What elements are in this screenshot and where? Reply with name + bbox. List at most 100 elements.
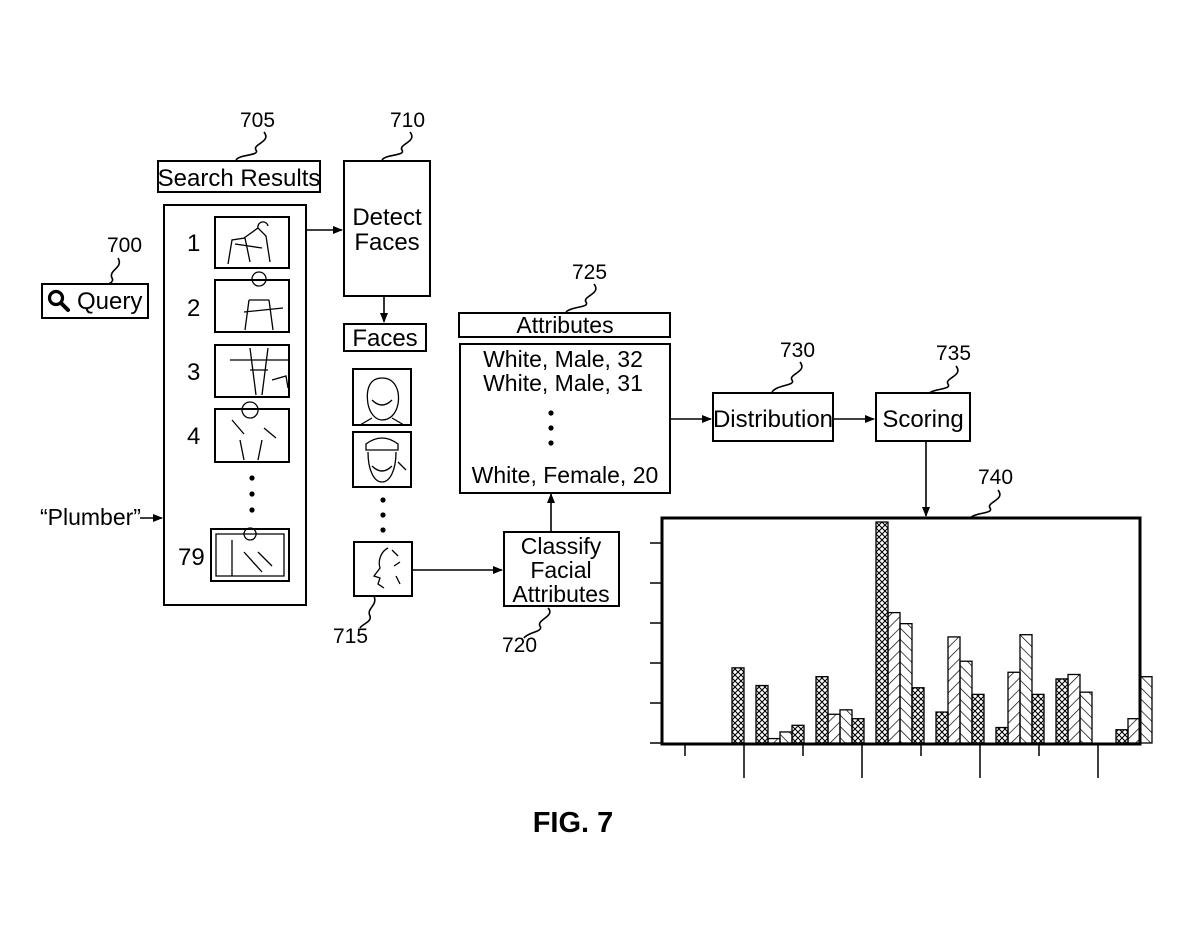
face-thumbnail — [352, 368, 412, 426]
chart-bar — [875, 521, 889, 744]
attribute-entry: White, Male, 32 — [483, 346, 643, 372]
attributes-label: Attributes — [516, 312, 613, 338]
chart-bar — [791, 724, 805, 744]
chart-bar — [899, 623, 913, 744]
faces-header — [343, 323, 427, 352]
search-term: “Plumber” — [40, 504, 141, 530]
attribute-entry: White, Male, 31 — [483, 370, 643, 396]
scoring-label: Scoring — [882, 406, 963, 433]
result-rank: 79 — [178, 544, 205, 571]
detect-faces-line-1: Detect — [352, 204, 422, 231]
ref-700: 700 — [107, 234, 142, 257]
classify-box — [503, 531, 620, 607]
ref-730: 730 — [780, 339, 815, 362]
result-image-thumbnail — [214, 408, 290, 463]
query-label: Query — [77, 288, 142, 315]
leader-730 — [771, 361, 803, 393]
chart-bar — [839, 709, 853, 744]
result-item-4[interactable]: 4 — [187, 401, 290, 463]
chart-bar — [1115, 729, 1129, 744]
chart-bar — [947, 636, 961, 744]
classify-line-1: Classify — [521, 533, 602, 559]
leader-710 — [381, 131, 413, 161]
attributes-header — [458, 312, 671, 338]
ref-725: 725 — [572, 261, 607, 284]
distribution-label: Distribution — [713, 406, 833, 433]
result-item-3[interactable]: 3 — [187, 344, 290, 398]
search-results-label: Search Results — [158, 165, 321, 192]
chart-bar — [1055, 678, 1069, 744]
chart-bar — [755, 684, 769, 744]
result-image-thumbnail — [214, 216, 290, 269]
chart-bar — [911, 687, 925, 744]
result-image-thumbnail — [214, 279, 290, 333]
attribute-entry: White, Female, 20 — [472, 462, 659, 488]
chart-bar — [815, 676, 829, 744]
plumber-sketch — [215, 527, 285, 577]
attributes-list — [459, 343, 671, 494]
faces-label: Faces — [352, 325, 417, 352]
ref-710: 710 — [390, 109, 425, 132]
result-item-1[interactable]: 1 — [187, 216, 290, 269]
chart-bar — [851, 718, 865, 744]
face-thumbnail — [352, 431, 412, 488]
result-rank: 1 — [187, 230, 200, 257]
result-rank: 4 — [187, 423, 200, 450]
chart-bar — [767, 737, 781, 744]
chart-bar — [887, 611, 901, 744]
chart-bar — [935, 711, 949, 744]
chart-bar — [1079, 691, 1093, 744]
ref-740: 740 — [978, 466, 1013, 489]
chart-bar — [827, 713, 841, 744]
chart-bar — [779, 731, 793, 744]
chart-bar — [1007, 671, 1021, 744]
plumber-sketch — [243, 271, 284, 331]
leader-735 — [927, 365, 959, 395]
query-box[interactable]: Query — [41, 283, 149, 319]
chart-bar — [1019, 634, 1033, 744]
ref-735: 735 — [936, 342, 971, 365]
result-ellipsis — [249, 475, 255, 513]
result-image-thumbnail — [210, 528, 290, 582]
scoring-box — [875, 392, 971, 442]
classify-line-3: Attributes — [512, 581, 609, 607]
figure-caption: FIG. 7 — [533, 807, 614, 839]
attribute-ellipsis — [548, 410, 554, 446]
chart-bar — [959, 660, 973, 744]
leader-740 — [969, 489, 1001, 519]
result-image-thumbnail — [214, 344, 290, 398]
result-rank: 2 — [187, 295, 200, 322]
result-rank: 3 — [187, 359, 200, 386]
classify-line-2: Facial — [530, 557, 591, 583]
plumber-sketch — [227, 221, 271, 265]
detect-faces-box — [343, 160, 431, 297]
chart-bar — [971, 693, 985, 744]
chart-bar — [1127, 718, 1141, 744]
leader-720 — [523, 607, 551, 639]
ref-720: 720 — [502, 634, 537, 657]
chart-bar — [995, 726, 1009, 744]
detect-faces-line-2: Faces — [354, 229, 419, 256]
leader-725 — [565, 283, 597, 313]
magnifier-icon — [47, 289, 70, 312]
leader-715 — [359, 595, 376, 629]
chart-bar — [1031, 693, 1045, 744]
result-item-2[interactable]: 2 — [187, 271, 290, 333]
distribution-box — [712, 392, 834, 442]
leader-705 — [235, 131, 267, 161]
chart-bars — [731, 521, 1153, 744]
ref-705: 705 — [240, 109, 275, 132]
result-item-79[interactable]: 79 — [178, 527, 290, 582]
search-results-header — [157, 160, 321, 193]
chart-axes — [650, 542, 1099, 778]
chart-bar — [1139, 676, 1153, 744]
chart-bar — [731, 667, 745, 744]
plumber-sketch — [230, 347, 289, 396]
ref-715: 715 — [333, 625, 368, 648]
plumber-sketch — [231, 401, 277, 461]
face-ellipsis — [380, 497, 386, 533]
face-thumbnail-profile — [353, 541, 413, 597]
chart-bar — [1067, 673, 1081, 744]
